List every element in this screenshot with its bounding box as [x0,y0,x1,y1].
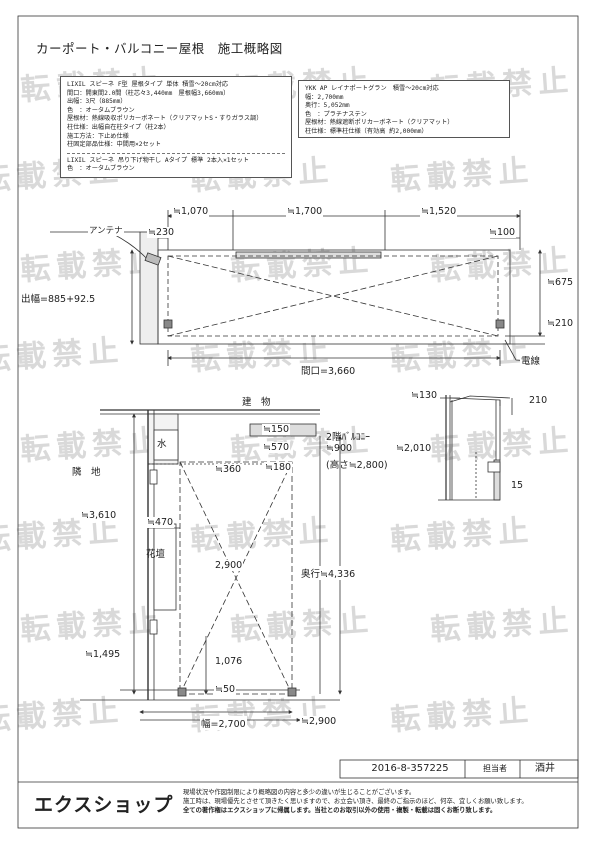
dim-label: ≒1,520 [420,206,458,217]
spec-line: 出幅：3尺（885mm） [67,98,127,106]
label-antenna: アンテナ [88,224,124,236]
spec-line: 柱仕様：出幅自在柱タイプ（柱2本） [67,123,170,131]
spec-extra-lines: LIXIL スピーネ 吊り下げ物干し Aタイプ 標準 2本入×1セット色 ：オー… [67,157,285,174]
spec-carport-lines: LIXIL スピーネ F型 屋根タイプ 単体 積雪〜20cm対応間口：開東間2.… [67,81,285,150]
spec-line: 色 ：プラチナステン [305,110,367,118]
label-neighbor: 隣 地 [72,467,101,478]
spec-line: 柱固定部品仕様：中間用×2セット [67,141,162,149]
dim-label: ≒900 [326,443,353,454]
post [177,687,187,697]
dim-label: ≒2,010 [396,443,432,454]
spec-line: 奥行：5,052mm [305,102,350,110]
dim-label: ≒1,070 [172,206,210,217]
balcony-plan [80,409,342,722]
note-line: 現場状況や作図制限により概略図の内容と多少の違いが生じることがございます。 [183,789,416,796]
spec-line: 屋根材：熱線遮断ポリカーボネート（クリアマット） [305,119,454,127]
carport-frame [167,255,499,337]
spec-line: LIXIL スピーネ 吊り下げ物干し Aタイプ 標準 2本入×1セット [67,156,250,164]
dim-label: 210 [528,395,549,406]
label-flowerbed: 花壇 [146,549,166,560]
dim-label: 2,900 [214,560,244,571]
gutter [235,251,382,259]
post [495,319,505,329]
document-number: 2016-8-357225 [371,763,449,774]
dim-label: ≒2,900 [300,716,338,727]
antenna [144,252,162,266]
staff-label: 担当者 [483,764,507,773]
spec-line: YKK AP レイナポートグラン 積雪〜20cm対応 [305,85,439,92]
dim-label: ≒150 [262,424,291,435]
staff-name: 酒井 [535,763,555,774]
spec-line: 屋根材：熱線吸収ポリカーボネート（クリアマットS・すりガラス調） [67,115,263,123]
dim-label: ≒1,700 [286,206,324,217]
dim-label: ≒130 [410,390,439,401]
spec-box-carport: LIXIL スピーネ F型 屋根タイプ 単体 積雪〜20cm対応間口：開東間2.… [60,76,292,178]
sheet-border [17,15,579,829]
dim-label-projection: 出幅=885+92.5 [20,291,97,305]
note-line: 全ての著作権はエクスショップに帰属します。当社とのお取引以外の使用・複製・転載は… [183,807,497,814]
dim-label: ≒50 [214,684,237,695]
dim-label: 1,076 [214,656,244,667]
label-water: 水 [157,439,167,450]
spec-line: 幅：2,700mm [305,93,344,101]
dim-label: ≒470 [146,517,175,528]
spec-line: 柱仕様：標準柱仕様（有効高 約2,000mm） [305,127,428,135]
carport-roof [157,249,511,345]
dim-label: ≒675 [546,277,575,288]
dim-label: ≒180 [264,462,293,473]
dim-label: 15 [510,480,525,491]
label-height: (高さ≒2,800) [326,460,388,471]
flowerbed [153,523,177,611]
footer-notes: 現場状況や作図制限により概略図の内容と多少の違いが生じることがございます。 施工… [183,788,573,815]
dim-label-width: 間口=3,660 [300,363,357,377]
spec-line: 間口：開東間2.0間（柱芯々3,440mm 屋根幅3,660mm） [67,89,230,97]
spec-line: 色 ：オータムブラウン [67,165,135,173]
footer-box [339,759,579,779]
label-balcony: 2階ﾊﾞﾙｺﾆｰ [326,432,371,443]
dim-label-width-balcony: 幅=2,700 [200,716,247,730]
note-line: 施工時は、現場優先とさせて頂きたく思いますので、お立会い頂き、最終のご指示のほど… [183,798,528,805]
spec-line: 施工方法：下止め仕様 [67,132,129,140]
post [163,319,173,329]
dim-label: ≒360 [214,464,243,475]
dim-label: ≒210 [546,318,575,329]
company-logo: エクスショップ [34,794,174,816]
label-building: 建 物 [242,397,271,408]
spec-line: 色 ：オータムブラウン [67,106,135,114]
balcony-side-view [438,395,513,501]
label-power-line: 電線 [520,353,542,367]
page-title: カーポート・バルコニー屋根 施工概略図 [36,41,283,56]
dim-label: ≒3,610 [80,510,118,521]
dim-label: ≒230 [147,227,176,238]
dim-label: ≒1,495 [84,649,122,660]
dim-label: ≒570 [262,442,291,453]
dim-label-depth: 奥行≒4,336 [300,566,357,580]
wall-section [139,231,159,345]
spec-divider [67,152,285,154]
dim-label: ≒100 [488,227,517,238]
post [287,687,297,697]
spec-line: LIXIL スピーネ F型 屋根タイプ 単体 積雪〜20cm対応 [67,81,229,88]
carport-plan [50,210,545,366]
